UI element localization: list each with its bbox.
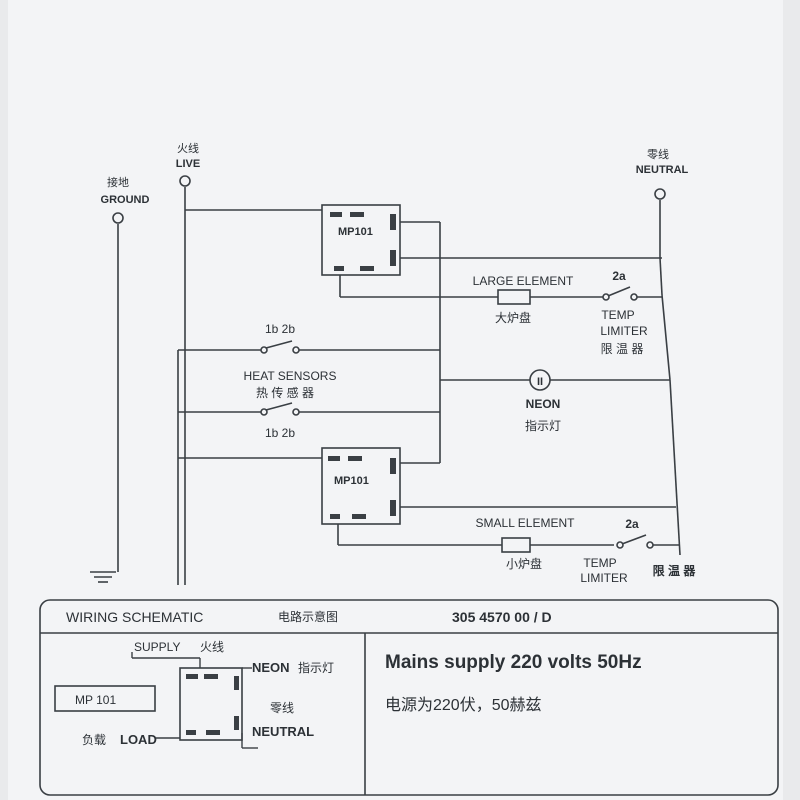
sensor-switch-blade [265,340,293,349]
footer-title: WIRING SCHEMATIC [66,609,203,625]
footer-title-cn: 电路示意图 [278,609,338,624]
small-limiter-label-1: TEMP [583,556,616,570]
legend-load-cn: 负载 [82,733,106,747]
neutral-label-cn: 零线 [647,147,669,161]
legend-box-label: MP 101 [75,693,116,707]
mp101-upper: MP101 [321,204,401,276]
legend-box [54,685,156,712]
mp101-upper-label: MP101 [338,226,373,238]
mp101-lower: MP101 [321,447,401,525]
large-limiter-label-cn: 限 温 器 [601,342,644,356]
large-limiter-label-1: TEMP [601,308,634,322]
neon-label-cn: 指示灯 [525,418,561,433]
mains-supply-text: Mains supply 220 volts 50Hz [385,652,642,673]
live-label-cn: 火线 [177,141,199,155]
sensor-contact [292,408,300,416]
limiter-switch-blade [607,286,631,297]
part-number: 305 4570 00 / D [452,609,552,625]
large-limiter-label-2: LIMITER [600,324,648,338]
large-limiter-contact-label: 2a [612,269,626,283]
mp101-lower-label: MP101 [334,475,369,487]
large-element-label: LARGE ELEMENT [473,274,574,288]
legend-neon: NEON [252,660,290,675]
sensor-contact [292,346,300,354]
wires [90,187,681,585]
legend-supply-cn: 火线 [200,640,224,654]
small-element-resistor [501,537,531,553]
small-limiter-label-cn: 限 温 器 [653,563,697,578]
limiter-contact [646,541,654,549]
legend-load: LOAD [120,732,157,747]
legend-supply: SUPPLY [134,640,180,654]
legend-neutral-cn: 零线 [270,701,294,715]
neutral-terminal [654,188,666,200]
small-limiter-label-2: LIMITER [580,571,628,585]
neutral-label: NEUTRAL [636,164,689,176]
small-element-label-cn: 小炉盘 [506,556,542,571]
small-limiter-contact-label: 2a [625,517,639,531]
legend-neutral: NEUTRAL [252,724,314,739]
footer-panel: WIRING SCHEMATIC 电路示意图 305 4570 00 / D S… [39,599,779,796]
large-element-resistor [497,289,531,305]
neon-lamp-symbol: II [537,376,543,388]
sensor-switch-blade [265,402,293,411]
live-terminal [179,175,191,187]
limiter-contact [602,293,610,301]
heat-sensors-label-cn: 热 传 感 器 [256,385,314,400]
legend-neon-cn: 指示灯 [298,660,334,675]
neon-label: NEON [526,397,561,411]
neon-lamp: II [529,369,551,391]
large-element-label-cn: 大炉盘 [495,310,531,325]
heat-sensors-label: HEAT SENSORS [244,369,337,383]
sensor-contact [260,408,268,416]
limiter-contact [616,541,624,549]
live-label: LIVE [176,158,200,170]
limiter-switch-blade [621,534,647,545]
limiter-contact [630,293,638,301]
ground-label: GROUND [101,194,150,206]
sensor-contacts-top: 1b 2b [265,322,295,336]
sensor-contact [260,346,268,354]
ground-terminal [112,212,124,224]
small-element-label: SMALL ELEMENT [476,516,576,530]
legend-mp101-symbol [179,667,243,741]
mains-supply-text-cn: 电源为220伏，50赫兹 [385,696,542,714]
sensor-contacts-bottom: 1b 2b [265,426,295,440]
ground-label-cn: 接地 [107,176,129,189]
